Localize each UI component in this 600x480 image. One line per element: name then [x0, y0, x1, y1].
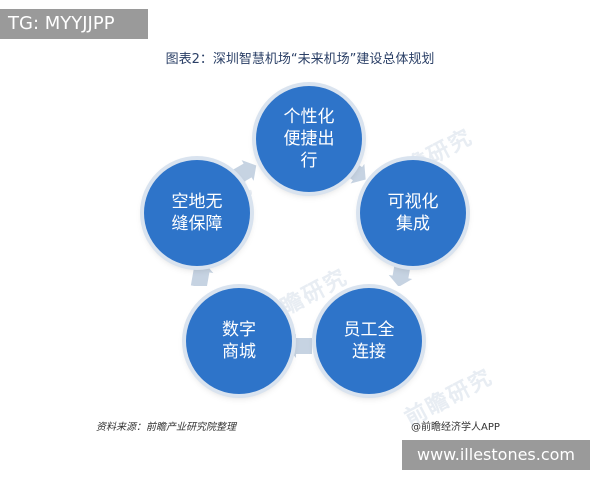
node-digital: 数字 商城	[186, 288, 292, 394]
site-badge: www.illestones.com	[402, 440, 590, 470]
source-note: 资料来源：前瞻产业研究院整理	[96, 422, 236, 433]
node-air-ground: 空地无 缝保障	[144, 160, 250, 266]
credit-note: @前瞻经济学人APP	[411, 422, 500, 433]
arrow-icon	[286, 334, 312, 358]
diagram-title: 图表2：深圳智慧机场“未来机场”建设总体规划	[165, 52, 435, 67]
node-label: 个性化 便捷出 行	[283, 107, 335, 171]
node-label: 数字 商城	[222, 320, 256, 362]
node-label: 空地无 缝保障	[171, 192, 223, 234]
node-staff: 员工全 连接	[316, 288, 422, 394]
node-label: 可视化 集成	[387, 192, 439, 234]
node-visualization: 可视化 集成	[360, 160, 466, 266]
node-label: 员工全 连接	[343, 320, 395, 362]
arrow-icon	[388, 262, 413, 286]
tg-badge: TG: MYYJJPP	[0, 9, 148, 39]
arrow-icon	[189, 262, 214, 286]
node-personalized: 个性化 便捷出 行	[256, 86, 362, 192]
